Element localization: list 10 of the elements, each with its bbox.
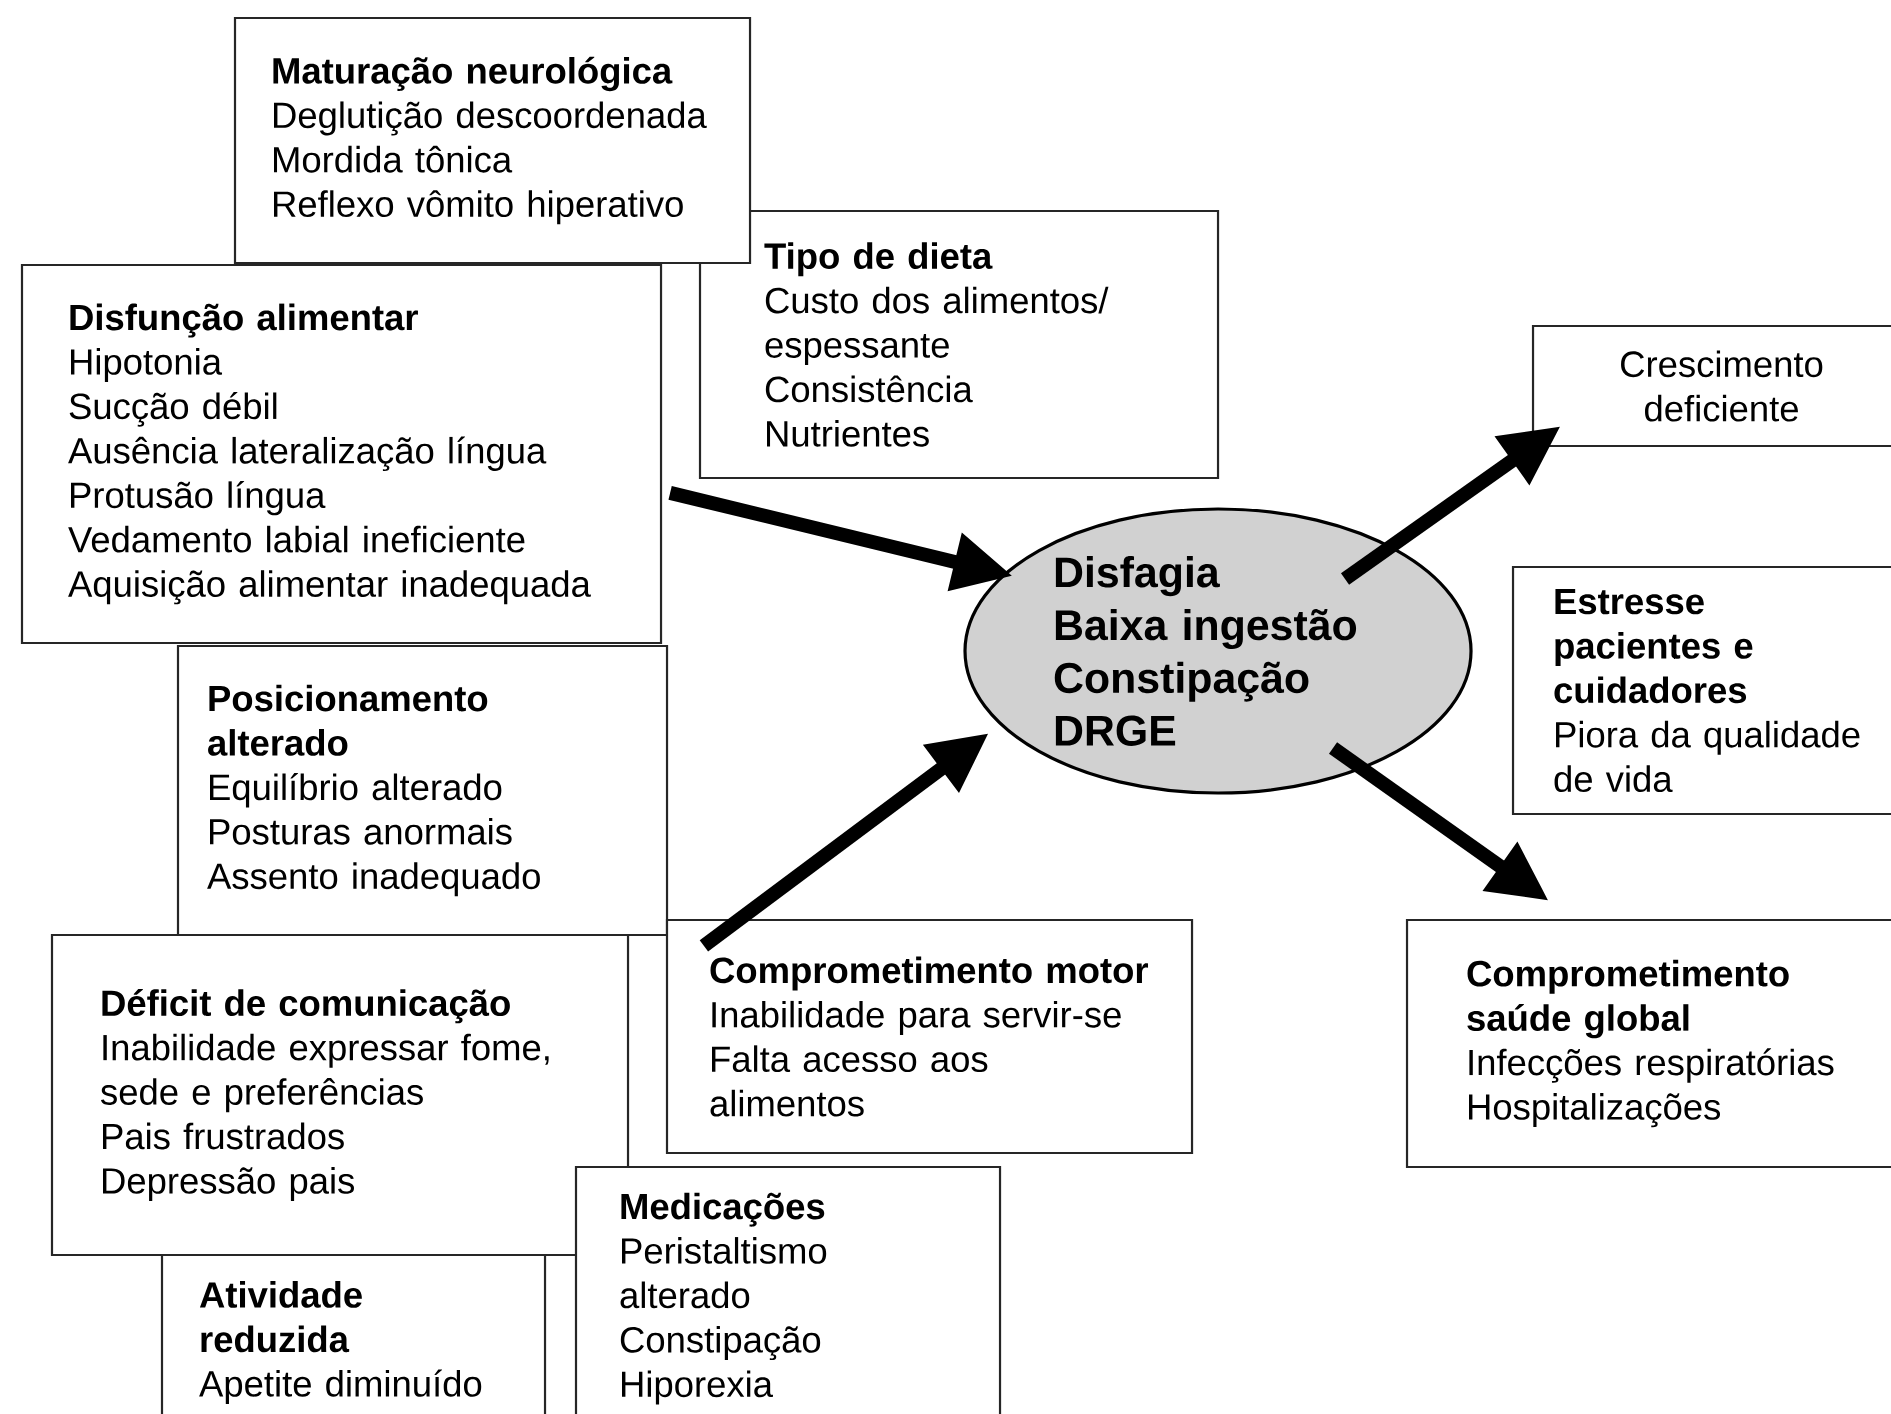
text-box: Atividade reduzida Apetite diminuído	[160, 1253, 547, 1414]
text-box: Estresse pacientes e cuidadores Piora da qualidade de vida	[1511, 565, 1891, 816]
text-box: Tipo de dieta Custo dos alimentos/ espessante Consistência Nutrientes	[698, 209, 1220, 480]
text-box: Comprometimento saúde global Infecções respiratórias Hospitalizações	[1405, 918, 1891, 1169]
text-box: Maturação neurológica Deglutição descoordenada Mordida tônica Reflexo vômito hiperativo	[233, 16, 752, 265]
text-box: Crescimento deficiente	[1531, 324, 1891, 448]
text-box: Posicionamento alterado Equilíbrio alterado Posturas anormais Assento inadequado	[176, 644, 669, 937]
text-box: Medicações Peristaltismo alterado Constipação Hiporexia	[574, 1165, 1002, 1414]
text-box: Disfunção alimentar Hipotonia Sucção débil Ausência lateralização língua Protusão língua Vedamento labial ineficiente Aquisição alimentar inadequada	[20, 263, 663, 645]
text-box: Comprometimento motor Inabilidade para servir-se Falta acesso aos alimentos	[665, 918, 1194, 1155]
